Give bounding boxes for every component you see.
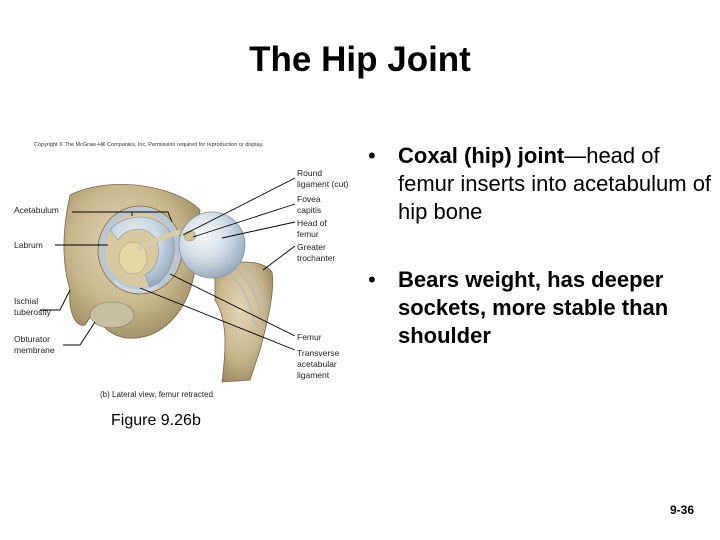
bullet-bold-text: Coxal (hip) joint (398, 143, 565, 168)
femur (214, 261, 274, 383)
leader-fovea (192, 203, 296, 238)
label-round-2: ligament (cut) (297, 179, 349, 189)
round-ligament (136, 229, 181, 253)
label-transverse-3: ligament (297, 370, 330, 380)
copyright-notice: Copyright © The McGraw-Hill Companies, I… (34, 142, 264, 148)
leader-acetabulum-2 (132, 211, 173, 223)
leader-transverse (139, 287, 296, 351)
label-fovea-1: Fovea (297, 194, 321, 204)
bullet-dot: • (368, 267, 376, 292)
bullet-item-coxal: • Coxal (hip) joint—head of femur insert… (368, 142, 713, 226)
transverse-ligament (113, 280, 160, 293)
bullet-bold-text: Bears weight, has deeper sockets, more s… (398, 267, 669, 348)
bullet-list: • Coxal (hip) joint—head of femur insert… (368, 142, 713, 350)
bullet-dot: • (368, 143, 376, 168)
slide-title: The Hip Joint (249, 40, 471, 79)
label-head-1: Head of (297, 218, 327, 228)
label-fovea-2: capitis (297, 205, 322, 215)
label-acetabulum: Acetabulum (14, 205, 59, 215)
hip-joint-drawing (40, 177, 296, 383)
leader-troch (262, 245, 296, 271)
label-troch-1: Greater (297, 242, 326, 252)
figure-view-caption: (b) Lateral view, femur retracted (100, 390, 213, 399)
obturator-membrane (89, 301, 135, 329)
fovea-capitis (183, 230, 197, 242)
hip-joint-illustration: Acetabulum Labrum Ischial tuberosity Obt… (0, 150, 360, 410)
label-troch-2: trochanter (297, 253, 336, 263)
leader-head (221, 221, 296, 239)
bullet-item-weight: • Bears weight, has deeper sockets, more… (368, 266, 713, 350)
femoral-head (178, 211, 246, 279)
figure-caption: Figure 9.26b (111, 412, 201, 429)
leader-ischial (40, 289, 71, 311)
leader-round (182, 177, 296, 236)
label-femur: Femur (297, 332, 322, 342)
label-ischial-1: Ischial (14, 296, 39, 306)
leader-obturator (63, 321, 96, 346)
label-head-2: femur (297, 229, 319, 239)
label-ischial-2: tuberosity (14, 307, 51, 317)
leader-femur (169, 273, 296, 337)
label-transverse-2: acetabular (297, 359, 337, 369)
label-labrum: Labrum (14, 240, 43, 250)
page-number: 9-36 (669, 503, 694, 517)
label-transverse-1: Transverse (297, 348, 340, 358)
bullet-text: —head of femur inserts into acetabulum o… (398, 143, 712, 224)
label-round-1: Round (297, 168, 323, 178)
label-obturator-1: Obturator (14, 334, 50, 344)
label-obturator-2: membrane (14, 345, 55, 355)
